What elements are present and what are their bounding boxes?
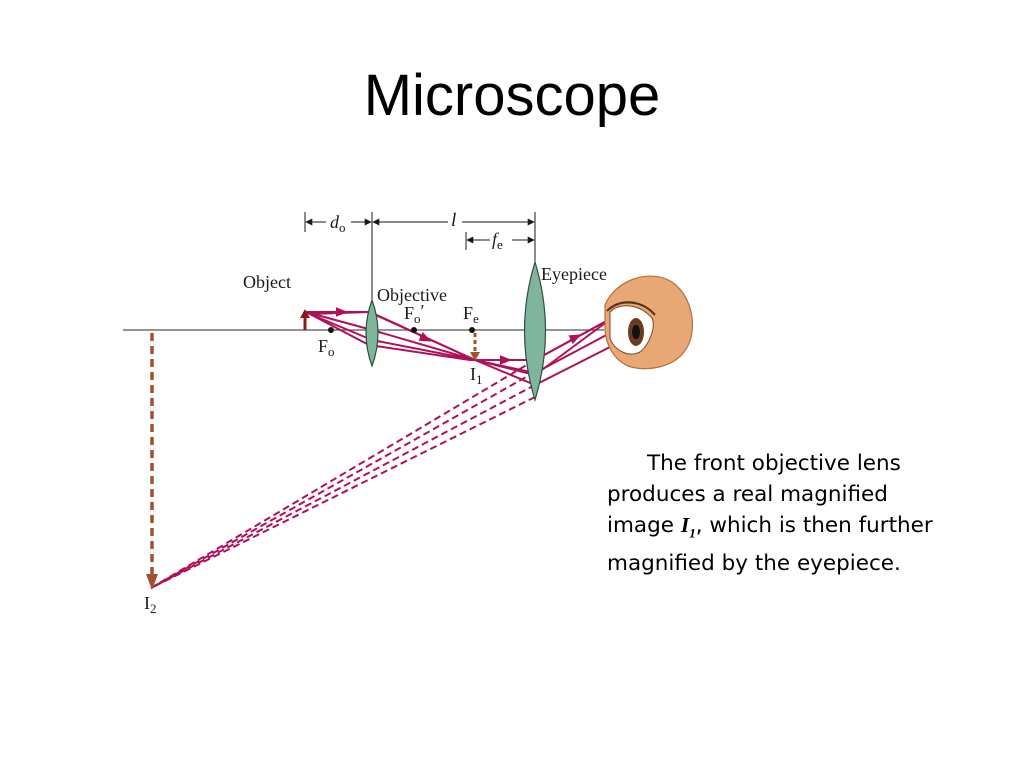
focal-point-fe <box>469 327 475 333</box>
label-l: l <box>451 210 456 231</box>
label-fo: Fo <box>318 336 335 359</box>
image-symbol: I1 <box>680 513 696 541</box>
focal-point-fo <box>328 327 334 333</box>
virtual-rays <box>150 359 536 589</box>
dimension-lines <box>304 212 536 330</box>
eyepiece-lens <box>523 259 547 403</box>
explanation-text: The front objective lens produces a real… <box>607 449 957 579</box>
label-eyepiece: Eyepiece <box>541 264 607 284</box>
label-i1: I1 <box>470 364 483 387</box>
label-do: do <box>330 212 346 235</box>
eye-icon <box>604 275 694 370</box>
label-fo-prime: Fo′ <box>404 301 425 326</box>
label-i2: I2 <box>144 593 157 616</box>
caption-text-end: , which is then further magnified by the… <box>607 513 933 576</box>
light-rays <box>305 307 613 386</box>
virtual-image-arrowhead <box>146 574 158 590</box>
label-fe-point: Fe <box>463 303 479 326</box>
page-title: Microscope <box>363 63 661 128</box>
object-arrowhead <box>300 309 310 318</box>
label-fe-distance: fe <box>492 229 503 252</box>
label-object: Object <box>243 272 291 292</box>
label-objective: Objective <box>377 285 447 305</box>
caption-text-start: The front objective lens produces a real… <box>607 451 901 538</box>
focal-point-fo-prime <box>411 327 417 333</box>
objective-lens <box>365 298 379 368</box>
real-image-arrowhead <box>470 352 480 361</box>
